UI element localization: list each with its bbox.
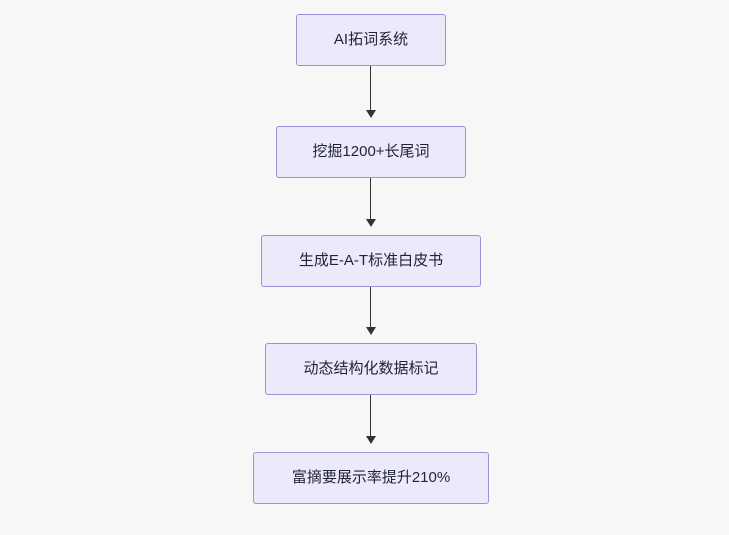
flow-edge-n2-to-n3: [370, 178, 372, 219]
flow-node-label: 动态结构化数据标记: [303, 360, 439, 377]
flow-node-label: 挖掘1200+长尾词: [312, 143, 430, 160]
flow-edge-n4-to-n5: [370, 395, 372, 436]
flow-node-n4[interactable]: 动态结构化数据标记: [265, 343, 477, 395]
arrowhead-icon: [366, 327, 376, 335]
flow-node-label: 生成E-A-T标准白皮书: [298, 252, 444, 269]
arrowhead-icon: [366, 436, 376, 444]
flow-node-n2[interactable]: 挖掘1200+长尾词: [276, 126, 466, 178]
flow-node-label: 富摘要展示率提升210%: [291, 469, 451, 486]
flow-node-label: AI拓词系统: [333, 31, 409, 48]
flow-node-n5[interactable]: 富摘要展示率提升210%: [253, 452, 489, 504]
flow-node-n1[interactable]: AI拓词系统: [296, 14, 446, 66]
flow-edge-n3-to-n4: [370, 287, 372, 327]
flow-node-n3[interactable]: 生成E-A-T标准白皮书: [261, 235, 481, 287]
arrowhead-icon: [366, 110, 376, 118]
flow-edge-n1-to-n2: [370, 66, 372, 110]
arrowhead-icon: [366, 219, 376, 227]
